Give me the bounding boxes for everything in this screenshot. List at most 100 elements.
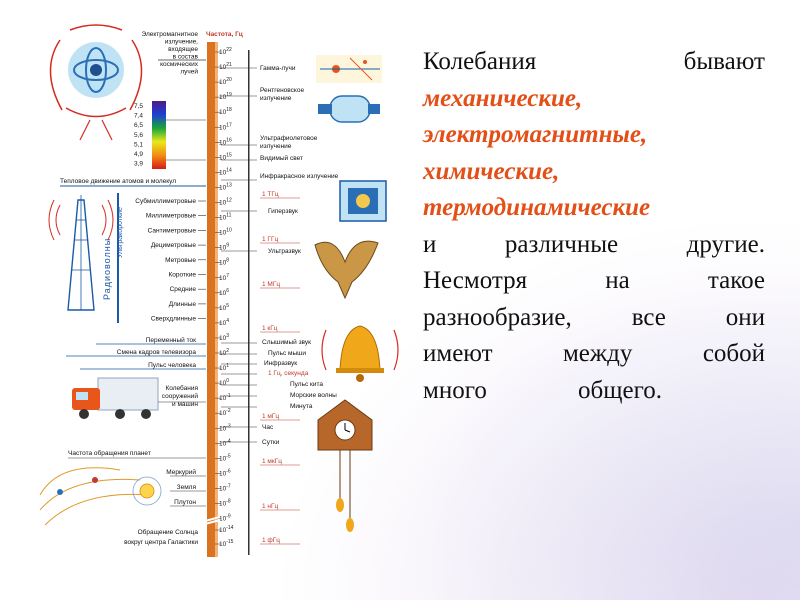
right-label: 1 Гц, секунда bbox=[268, 370, 309, 377]
scale-label: 10-6 bbox=[219, 468, 231, 477]
scale-exponent: 17 bbox=[226, 122, 232, 128]
scale-label: 107 bbox=[219, 273, 229, 282]
right-label: Минута bbox=[290, 403, 313, 410]
para-line-6: и различные другие. bbox=[423, 230, 765, 258]
scale-label: 1011 bbox=[219, 213, 232, 222]
right-label: Час bbox=[262, 424, 274, 431]
oscillations-paragraph: Колебания бывают механические, электрома… bbox=[423, 44, 765, 409]
spectrum-number: 7,5 bbox=[134, 103, 143, 110]
scale-exponent: 15 bbox=[226, 152, 232, 158]
type-mechanical: механические, bbox=[423, 84, 583, 112]
scale-label: 100 bbox=[219, 378, 229, 387]
right-label: Сутки bbox=[262, 439, 280, 446]
radio-band-label: Сверхдлинные bbox=[151, 316, 197, 323]
scale-exponent: -9 bbox=[226, 514, 231, 520]
spectrum-number: 5,1 bbox=[134, 141, 143, 148]
vibrations-label-line: и машин bbox=[172, 401, 198, 408]
unit-label: 1 ТГц bbox=[262, 191, 279, 198]
scale-exponent: 13 bbox=[226, 182, 232, 188]
scale-exponent-labels: 1022102110201019101810171016101510141013… bbox=[219, 47, 234, 548]
scale-exponent: 14 bbox=[226, 167, 232, 173]
monitor-illustration bbox=[339, 180, 387, 222]
scale-exponent: -5 bbox=[226, 453, 231, 459]
scale-label: 1021 bbox=[219, 62, 232, 71]
scale-exponent: -15 bbox=[226, 539, 233, 545]
radio-band-label: Дециметровые bbox=[151, 242, 197, 249]
right-label: Рентгеновское bbox=[260, 87, 304, 94]
scale-label: 1012 bbox=[219, 198, 232, 207]
scale-exponent: 20 bbox=[226, 77, 232, 83]
cosmic-label-line: лучей bbox=[180, 68, 198, 76]
scale-label: 1013 bbox=[219, 182, 232, 191]
scale-label: 104 bbox=[219, 318, 229, 327]
para-line-9: имеют между собой bbox=[423, 340, 766, 367]
scale-label: 1017 bbox=[219, 122, 232, 131]
scale-exponent: 12 bbox=[226, 198, 232, 204]
cosmic-label-line: Электромагнитное bbox=[142, 31, 199, 38]
planet-label: Меркурий bbox=[166, 468, 196, 476]
radio-band-label: Средние bbox=[170, 286, 197, 293]
scale-header: Частота, Гц bbox=[206, 31, 243, 38]
scale-exponent: 16 bbox=[226, 137, 232, 143]
unit-label: 1 нГц bbox=[262, 503, 279, 510]
scale-label: 101 bbox=[219, 363, 229, 372]
scale-break bbox=[204, 516, 221, 522]
scale-label: 102 bbox=[219, 348, 229, 357]
mid-left-label: Переменный ток bbox=[146, 336, 196, 344]
radio-band-label: Сантиметровые bbox=[148, 227, 197, 234]
scale-label: 10-3 bbox=[219, 423, 231, 432]
scale-label: 10-4 bbox=[219, 438, 231, 447]
scale-exponent: -7 bbox=[226, 483, 231, 489]
type-electromagnetic: электромагнитные, bbox=[423, 121, 648, 148]
truck-illustration bbox=[72, 377, 159, 419]
type-chemical: химические, bbox=[423, 157, 560, 185]
spectrum-number: 6,5 bbox=[134, 122, 143, 129]
scale-exponent: 19 bbox=[226, 92, 232, 98]
scale-label: 1022 bbox=[219, 47, 232, 56]
right-label: Гиперзвук bbox=[268, 208, 298, 215]
unit-label: 1 мкГц bbox=[262, 458, 282, 465]
scale-label: 10-2 bbox=[219, 408, 231, 417]
right-labels: Гамма-лучиРентгеновскоеизлучениеУльтрафи… bbox=[221, 65, 339, 446]
radio-band-label: Субмиллиметровые bbox=[135, 197, 196, 205]
unit-label: 1 фГц bbox=[262, 537, 280, 544]
right-label: Инфразвук bbox=[264, 360, 297, 367]
unit-label: 1 мГц bbox=[262, 413, 279, 420]
frequency-scale-bar bbox=[207, 42, 215, 557]
sun-orbit-line: Обращение Солнца bbox=[138, 528, 199, 536]
para-line-8: разнообразие, все они bbox=[423, 303, 766, 331]
scale-label: 103 bbox=[219, 333, 229, 342]
scale-exponent: 5 bbox=[226, 303, 229, 309]
scale-exponent: 7 bbox=[226, 273, 229, 279]
scale-exponent: 22 bbox=[226, 47, 232, 53]
right-label: Пульс кита bbox=[290, 381, 323, 388]
mid-left-label: Пульс человека bbox=[148, 362, 196, 369]
bell-illustration bbox=[321, 325, 399, 382]
scale-label: 10-9 bbox=[219, 514, 231, 523]
cuckoo-clock-illustration bbox=[317, 399, 373, 532]
solar-system-illustration bbox=[39, 467, 162, 526]
radio-band-label: Длинные bbox=[169, 301, 197, 308]
planet-label: Плутон bbox=[174, 499, 196, 506]
scale-exponent: 11 bbox=[226, 213, 231, 219]
right-label: Гамма-лучи bbox=[260, 65, 296, 72]
para-line-7: Несмотря на такое bbox=[423, 267, 765, 294]
scale-exponent: -2 bbox=[226, 408, 231, 414]
spectrum-numbers: 7,57,46,55,65,14,93,9 bbox=[134, 103, 143, 168]
right-label: Инфракрасное излучение bbox=[260, 173, 339, 180]
scale-label: 1010 bbox=[219, 228, 232, 237]
scale-exponent: 4 bbox=[226, 318, 229, 324]
thermal-motion-label: Тепловое движение атомов и молекул bbox=[60, 178, 176, 185]
scale-exponent: -14 bbox=[226, 525, 233, 531]
ultrashort-label: Ультракороткие bbox=[117, 207, 124, 258]
vibrations-label-line: сооружений bbox=[162, 392, 199, 400]
radio-tower-illustration bbox=[48, 195, 114, 311]
scale-label: 10-14 bbox=[219, 525, 234, 534]
scale-label: 1018 bbox=[219, 107, 232, 116]
scale-exponent: 3 bbox=[226, 333, 229, 339]
